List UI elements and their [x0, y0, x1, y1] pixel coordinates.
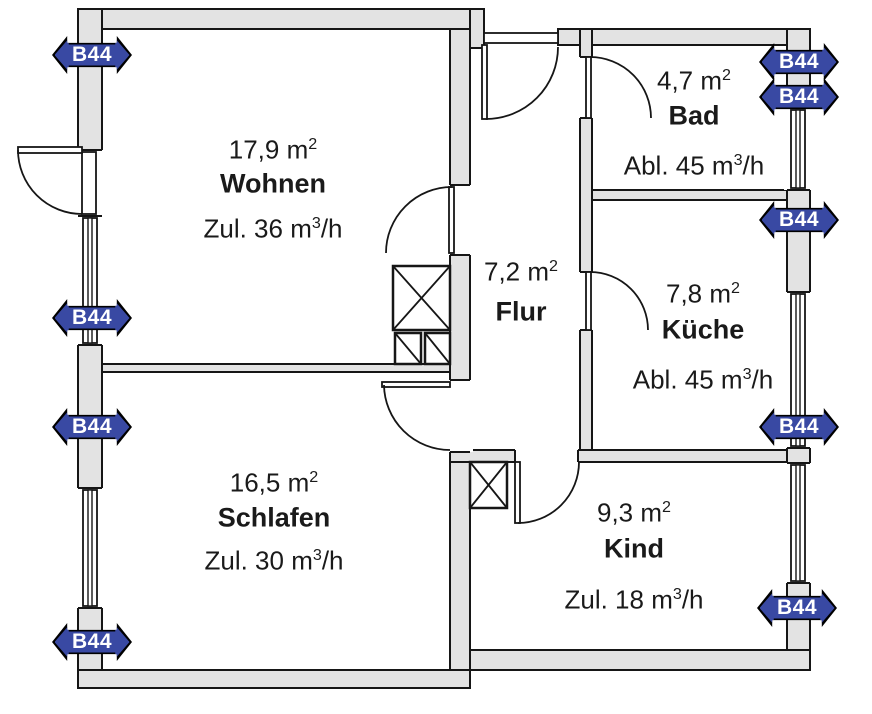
b44-marker-body: B44 — [761, 45, 837, 79]
door-wohnen — [385, 186, 455, 254]
room-area-kind: 9,3 m2 — [597, 497, 671, 528]
room-area-wohnen: 17,9 m2 — [228, 134, 318, 165]
b44-marker-label: B44 — [778, 415, 820, 438]
window-bad — [790, 109, 806, 189]
shaft-flur — [391, 264, 452, 366]
room-name-kind: Kind — [604, 533, 664, 564]
b44-marker-label: B44 — [778, 50, 820, 73]
room-airflow-kueche: Abl. 45 m3/h — [632, 364, 774, 395]
room-area-flur: 7,2 m2 — [484, 256, 558, 287]
door-balcony-wohnen — [17, 146, 97, 215]
entrance-threshold — [483, 32, 559, 44]
b44-marker-right-kueche-lower: B44 — [759, 408, 839, 446]
window-kueche — [790, 293, 806, 447]
room-name-kueche: Küche — [661, 314, 745, 345]
door-bad — [585, 56, 652, 119]
b44-marker-label: B44 — [71, 630, 113, 653]
door-entrance — [481, 44, 559, 120]
door-kueche — [585, 271, 649, 331]
b44-marker-body: B44 — [761, 410, 837, 444]
doors — [17, 44, 652, 524]
b44-marker-body: B44 — [54, 410, 130, 444]
room-airflow-schlafen: Zul. 30 m3/h — [204, 545, 344, 576]
room-name-flur: Flur — [495, 296, 547, 327]
b44-marker-label: B44 — [71, 415, 113, 438]
door-schlafen — [381, 381, 451, 451]
room-area-schlafen: 16,5 m2 — [229, 467, 319, 498]
b44-marker-body: B44 — [761, 80, 837, 114]
b44-marker-body: B44 — [54, 301, 130, 335]
shaft-kind — [468, 460, 509, 510]
b44-marker-body: B44 — [54, 625, 130, 659]
shafts — [391, 264, 509, 510]
window-schlafen — [82, 489, 98, 607]
room-airflow-kind: Zul. 18 m3/h — [564, 584, 704, 615]
room-name-schlafen: Schlafen — [217, 502, 331, 533]
b44-marker-body: B44 — [54, 38, 130, 72]
b44-marker-label: B44 — [71, 306, 113, 329]
b44-marker-label: B44 — [778, 208, 820, 231]
windows — [82, 109, 806, 607]
b44-marker-label: B44 — [71, 43, 113, 66]
room-name-bad: Bad — [668, 100, 720, 131]
b44-marker-label: B44 — [776, 596, 818, 619]
b44-marker-label: B44 — [778, 85, 820, 108]
b44-marker-body: B44 — [761, 203, 837, 237]
door-kind — [514, 461, 580, 524]
room-airflow-bad: Abl. 45 m3/h — [623, 150, 765, 181]
room-area-bad: 4,7 m2 — [657, 65, 731, 96]
room-airflow-wohnen: Zul. 36 m3/h — [203, 213, 343, 244]
b44-marker-body: B44 — [759, 591, 835, 625]
window-kind — [790, 464, 806, 582]
room-area-kueche: 7,8 m2 — [666, 278, 740, 309]
room-name-wohnen: Wohnen — [220, 168, 326, 199]
